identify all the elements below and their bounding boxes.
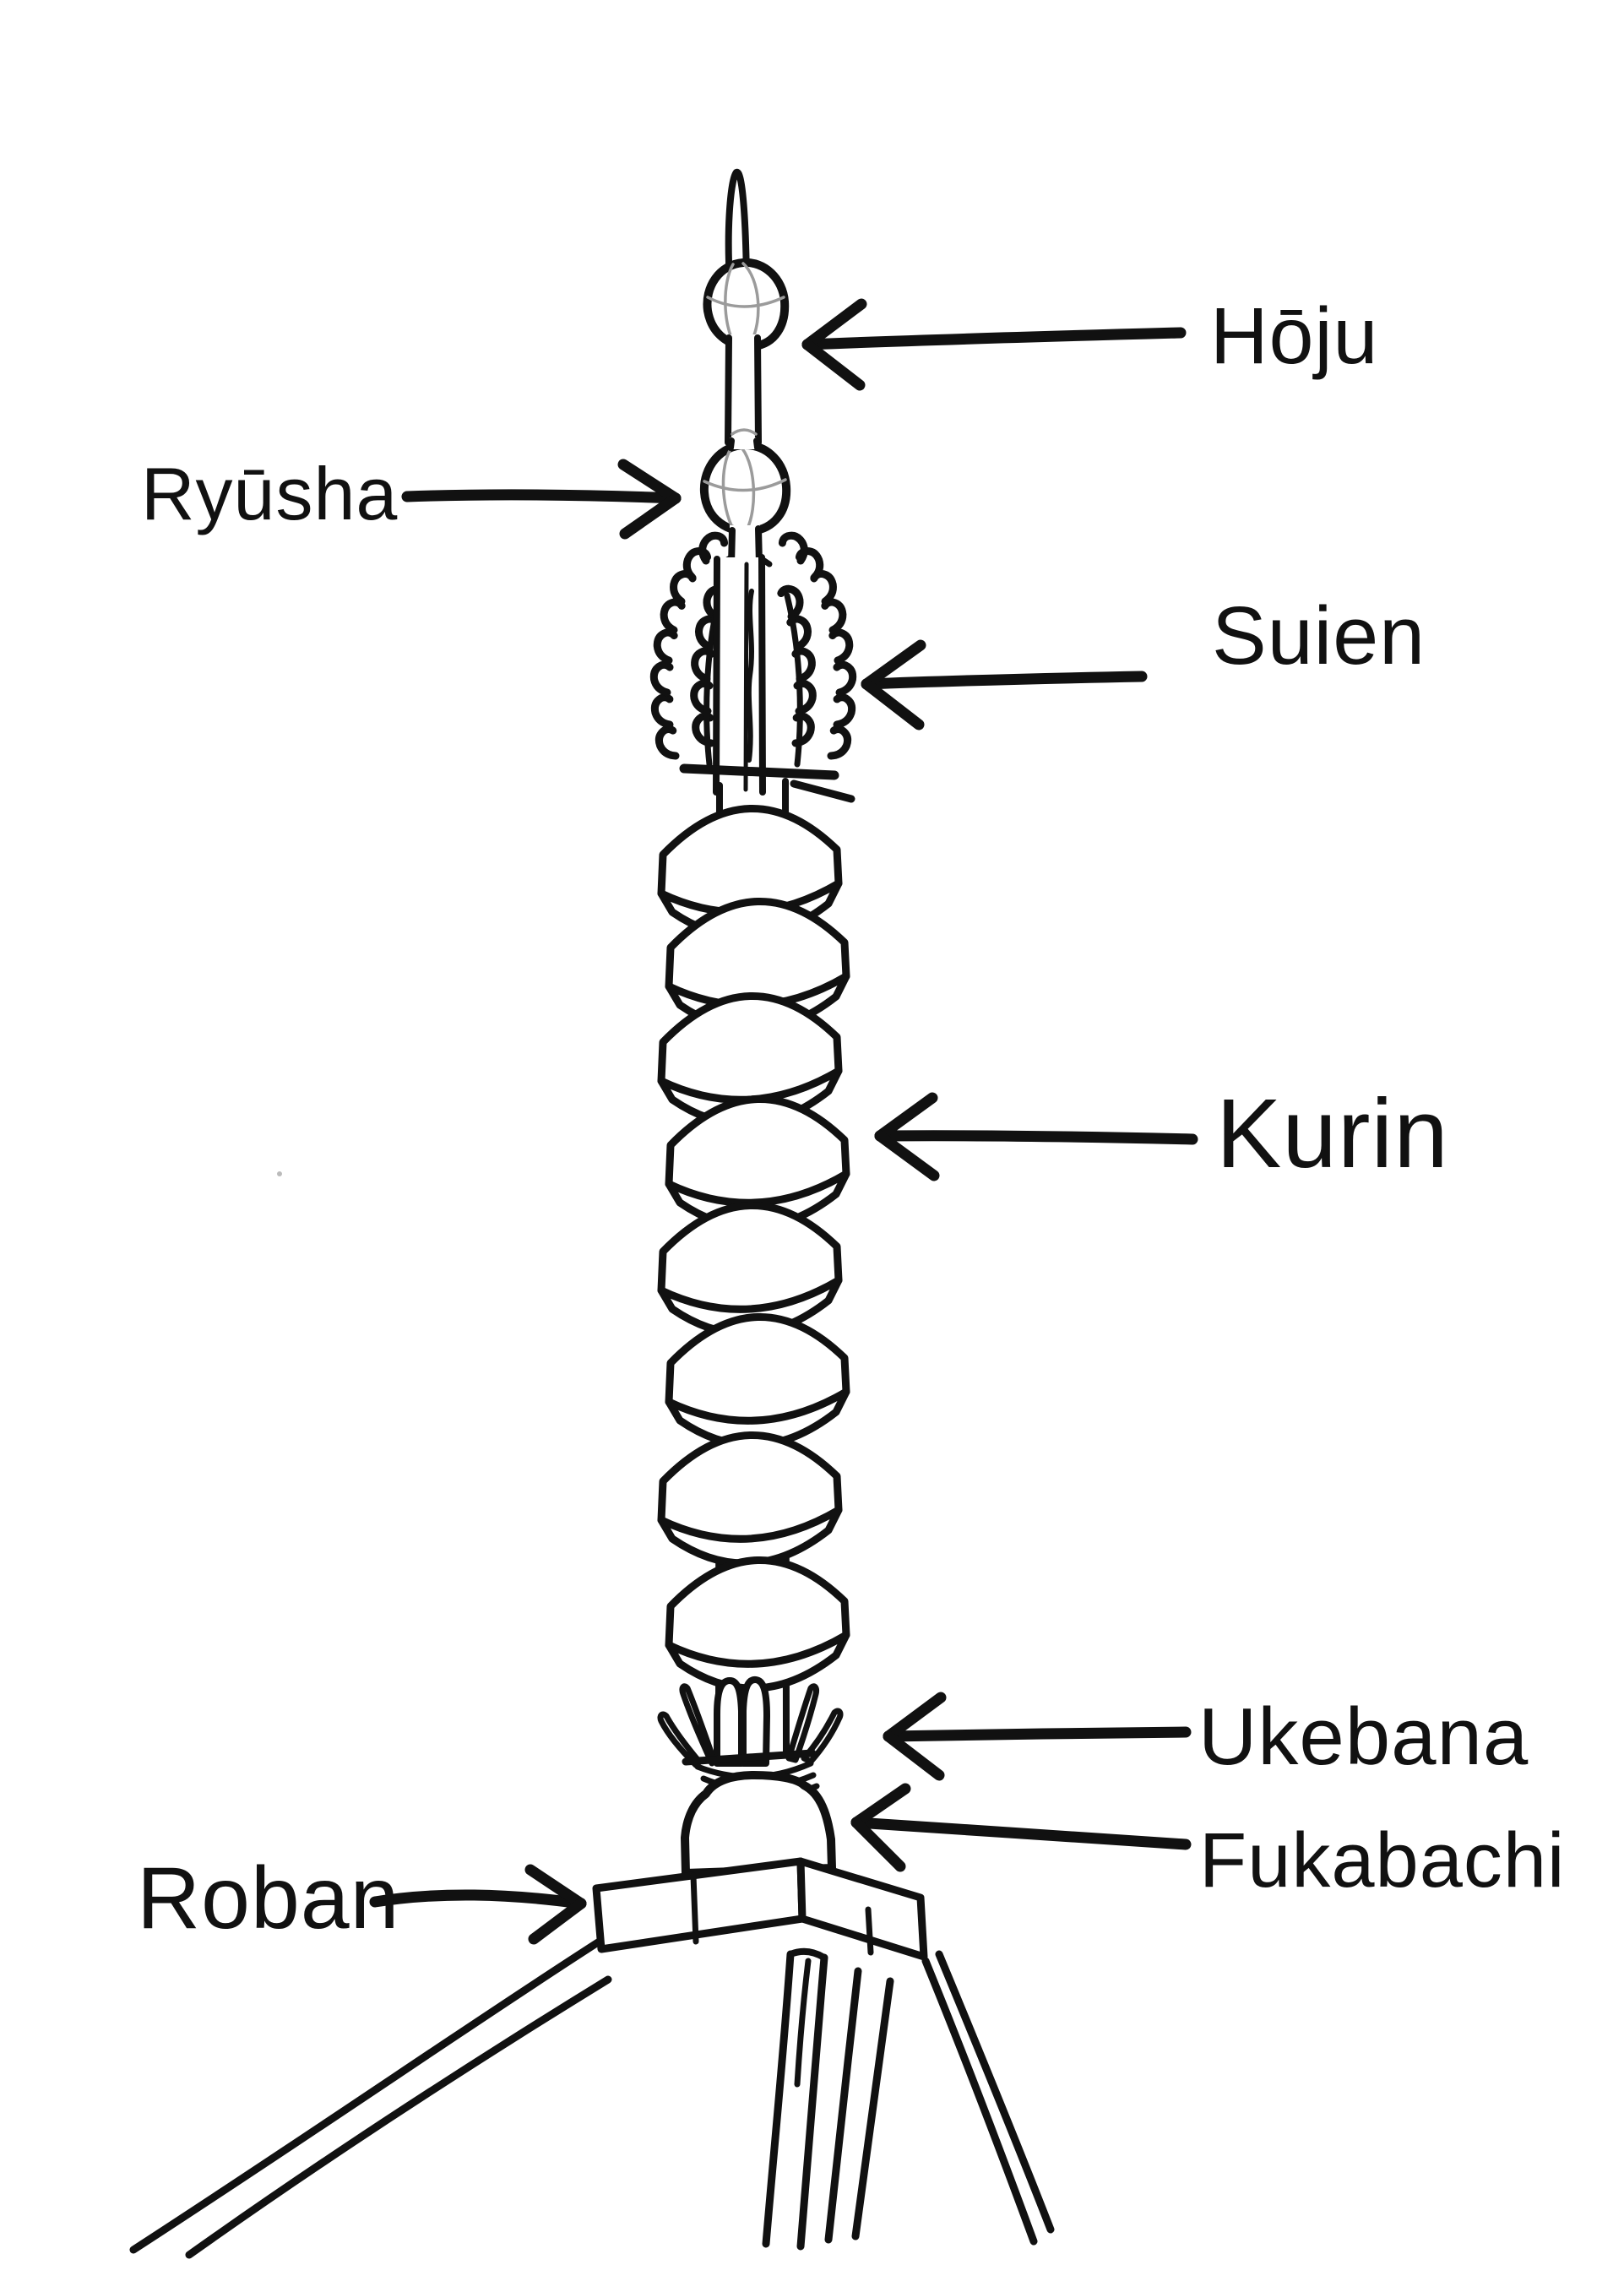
annotation-arrows	[369, 298, 1198, 1945]
ryusha-arrow	[401, 459, 682, 540]
roof-ridges	[129, 1938, 1055, 2259]
center-right-ridge	[824, 1967, 894, 2244]
fukabachi-label: Fukabachi	[1199, 1817, 1565, 1904]
roban-label: Roban	[137, 1849, 399, 1947]
kurin-ring	[657, 1506, 843, 1543]
kurin-ring	[665, 1631, 850, 1668]
upper-neck	[725, 334, 762, 446]
kurin-label: Kurin	[1216, 1078, 1449, 1188]
kurin-arrow	[874, 1092, 1198, 1181]
suien-shaft	[716, 557, 762, 794]
part-labels: Hōju Ryūsha Suien Kurin Ukebana Fukabach…	[137, 291, 1565, 1947]
fukabachi-bowl	[681, 1771, 836, 1877]
suien-arrow	[861, 639, 1148, 731]
suien-base-bar	[679, 763, 839, 780]
kurin-ring	[657, 1431, 843, 1567]
left-hip-ridge	[129, 1938, 612, 2259]
kurin-ring	[665, 1313, 850, 1449]
kurin-ring	[657, 1276, 843, 1313]
hoju-sphere	[703, 258, 790, 351]
suien-label: Suien	[1212, 589, 1426, 682]
front-center-ridge	[762, 1947, 828, 2251]
roban-base	[592, 1857, 928, 1961]
suien-ornament	[654, 531, 854, 803]
ryusha-sphere	[699, 437, 791, 536]
ukebana-label: Ukebana	[1198, 1692, 1529, 1782]
roban-arrow	[369, 1864, 587, 1945]
kurin-ring	[665, 1556, 850, 1692]
fukabachi-arrow	[850, 1783, 1192, 1872]
stray-mark	[277, 1171, 282, 1176]
right-hip-ridge	[921, 1950, 1055, 2246]
kurin-ring	[665, 1388, 850, 1425]
kurin-rings	[657, 778, 850, 1760]
hoju-label: Hōju	[1210, 291, 1378, 381]
ukebana-petals	[657, 1676, 844, 1768]
ukebana-arrow	[883, 1692, 1192, 1781]
spike	[725, 168, 750, 285]
hoju-arrow	[801, 298, 1187, 391]
ryusha-label: Ryūsha	[141, 452, 398, 535]
